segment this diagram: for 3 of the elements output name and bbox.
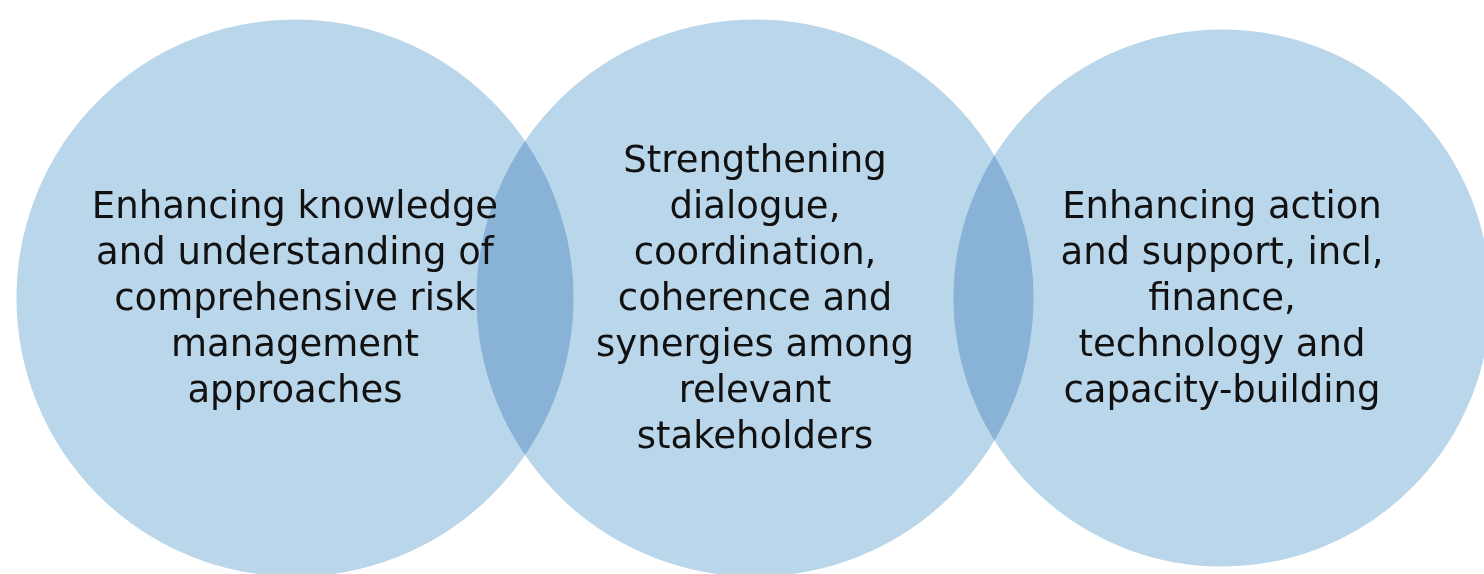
circle-text: Enhancing action and support, incl, finance, technology and capacity-building bbox=[1059, 183, 1385, 413]
circle-text: Enhancing knowledge and understanding of comprehensive risk management approaches bbox=[90, 183, 500, 413]
circle-text: Strengthening dialogue, coordination, coherence and synergies among relevant stakeholders bbox=[595, 137, 915, 459]
